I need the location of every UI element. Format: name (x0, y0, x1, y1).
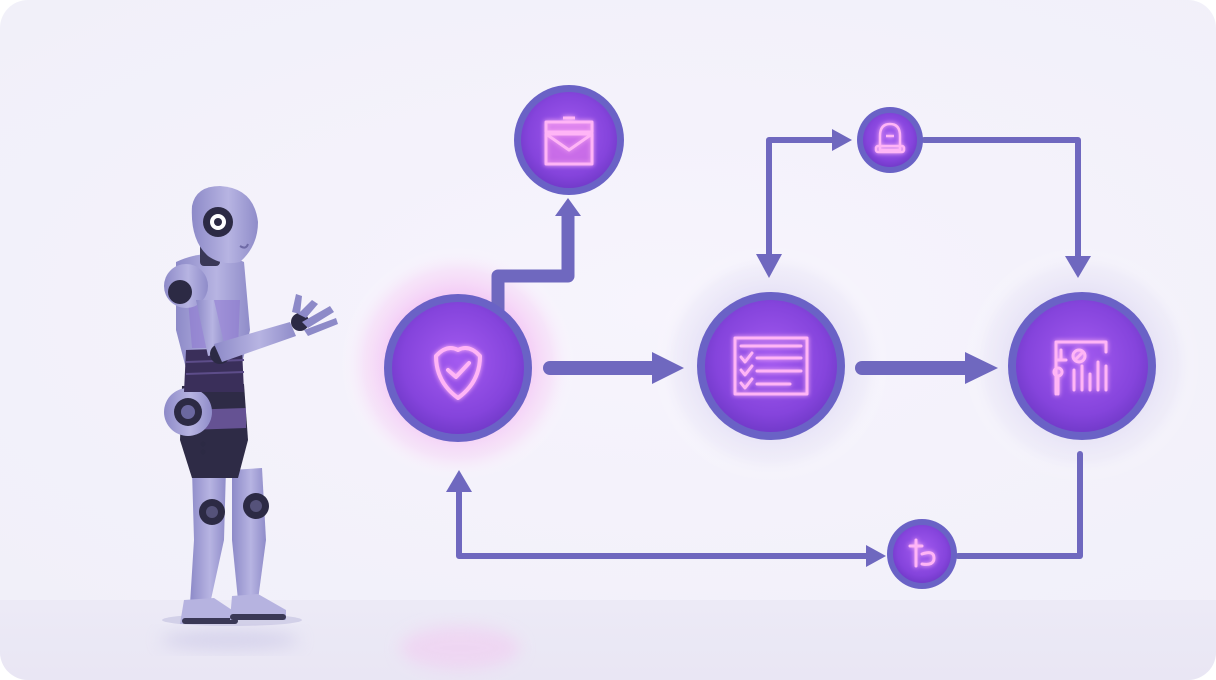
user-node[interactable] (857, 107, 923, 173)
floor-reflections (160, 626, 520, 670)
checklist-icon (733, 336, 809, 396)
arrowhead-box (555, 198, 581, 216)
arrowhead-checklist-top (756, 254, 782, 278)
robot-figure (162, 186, 338, 626)
arrow-user-loop-left (766, 137, 838, 265)
currency-icon (908, 538, 936, 568)
arrowhead-shield-bottom (446, 470, 472, 492)
arrow-bottom-loop-left (456, 485, 875, 559)
arrow-bottom-loop-right (955, 451, 1083, 559)
shield-node[interactable] (384, 294, 532, 442)
arrowhead-panel-top (1065, 256, 1091, 278)
arrow-user-loop-right (921, 137, 1081, 261)
connectors (446, 129, 1091, 567)
user-badge-icon (874, 122, 906, 154)
box-node[interactable] (514, 85, 624, 195)
arrowhead-currency (866, 545, 886, 567)
control-panel-icon (1052, 340, 1108, 396)
arrowhead-checklist (652, 352, 684, 384)
checklist-node[interactable] (697, 292, 845, 440)
panel-node[interactable] (1008, 292, 1156, 440)
currency-node[interactable] (887, 519, 957, 589)
arrow-shield-to-box (491, 208, 575, 317)
archive-box-icon (544, 116, 594, 166)
shield-check-icon (434, 346, 482, 400)
arrowhead-panel (965, 352, 998, 384)
arrowhead-user (832, 129, 852, 151)
